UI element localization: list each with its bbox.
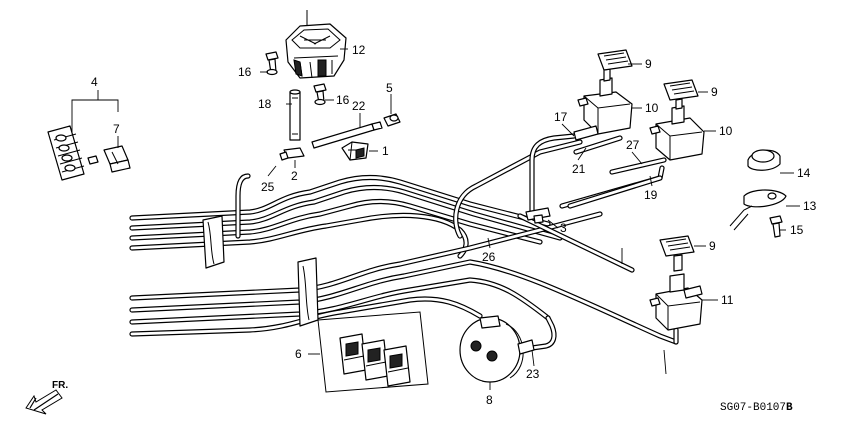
callout-13: 13 <box>803 199 817 213</box>
solenoid-valve-10-lower <box>649 98 705 161</box>
callout-21: 21 <box>572 162 586 176</box>
left-return-loop <box>235 173 251 239</box>
callout-25: 27 <box>626 138 640 152</box>
joint-2 <box>279 147 305 161</box>
fitting-5 <box>383 113 401 127</box>
upper-tube-3 <box>129 198 543 245</box>
upper-tube-4 <box>129 212 469 259</box>
pipe-21 <box>573 135 623 155</box>
connector-9-top <box>597 49 633 71</box>
callout-6: 6 <box>295 347 302 361</box>
pipe-19 <box>567 175 663 209</box>
callout-24: 26 <box>482 250 496 264</box>
lower-tube-2 <box>129 259 679 345</box>
lower-tube-3 <box>129 277 551 325</box>
connector-cluster-6 <box>317 311 429 393</box>
direction-label: FR. <box>52 380 68 391</box>
document-code: SG07-B0107B <box>720 402 793 414</box>
solenoid-valve-10-upper <box>573 68 633 141</box>
connector-9-middle <box>663 79 699 101</box>
vacuum-canister-8 <box>459 315 535 383</box>
right-riser <box>529 133 577 217</box>
callout-1: 1 <box>382 144 389 158</box>
pipe-20 <box>311 121 383 149</box>
callout-16-upper: 16 <box>238 65 252 79</box>
callout-18: 18 <box>258 97 272 111</box>
callout-2: 2 <box>291 169 298 183</box>
center-return-loop <box>453 139 583 239</box>
callout-20: 22 <box>352 99 366 113</box>
callout-9-lower: 9 <box>709 239 716 253</box>
upper-tube-1 <box>129 174 551 227</box>
pipe-26 <box>517 213 635 273</box>
bracket-7 <box>87 145 131 173</box>
bolt-16-upper <box>265 51 279 76</box>
callout-9-top: 9 <box>645 57 652 71</box>
pipe-25 <box>609 157 667 175</box>
callout-11: 11 <box>721 293 734 307</box>
callout-3: 3 <box>560 221 567 235</box>
callout-8: 8 <box>486 393 493 407</box>
callout-16-lower: 16 <box>336 93 350 107</box>
leader-lines <box>71 48 800 390</box>
canister-feed <box>529 315 557 351</box>
tee-3 <box>525 207 551 224</box>
bolt-15 <box>769 215 783 238</box>
callout-5: 5 <box>386 81 393 95</box>
callout-19: 19 <box>644 188 658 202</box>
callout-12: 12 <box>352 43 366 57</box>
upper-tube-2 <box>129 184 563 241</box>
control-unit <box>285 10 347 79</box>
vertical-pipe-18 <box>289 89 301 141</box>
callout-4: 4 <box>91 75 98 89</box>
callout-10-lower: 10 <box>719 124 733 138</box>
lower-bundle-band <box>297 257 319 327</box>
solenoid-valve-11 <box>649 273 703 331</box>
lower-tube-4 <box>129 296 483 337</box>
document-code-main: SG07-B0107 <box>720 402 786 414</box>
callout-17: 17 <box>554 110 568 124</box>
clip-1 <box>341 141 369 161</box>
bracket-13 <box>729 189 787 231</box>
callout-7: 7 <box>113 122 120 136</box>
callout-22: 23 <box>526 367 540 381</box>
cap-14 <box>747 149 781 171</box>
callout-10-upper: 10 <box>645 101 659 115</box>
upper-bundle-band <box>202 215 225 269</box>
hose-holder-4 <box>47 125 85 181</box>
vacuum-tube-bundle <box>129 133 679 351</box>
connector-9-lower <box>659 235 695 272</box>
callout-23: 25 <box>261 180 275 194</box>
front-direction-arrow: FR. <box>25 380 68 415</box>
callout-9-middle: 9 <box>711 85 718 99</box>
callout-14: 14 <box>797 166 811 180</box>
callout-labels: 4 7 12 16 16 5 22 18 1 2 25 9 10 9 10 17… <box>91 43 817 407</box>
document-code-suffix: B <box>786 402 793 414</box>
bolt-16-lower <box>313 83 327 106</box>
callout-15: 15 <box>790 223 804 237</box>
